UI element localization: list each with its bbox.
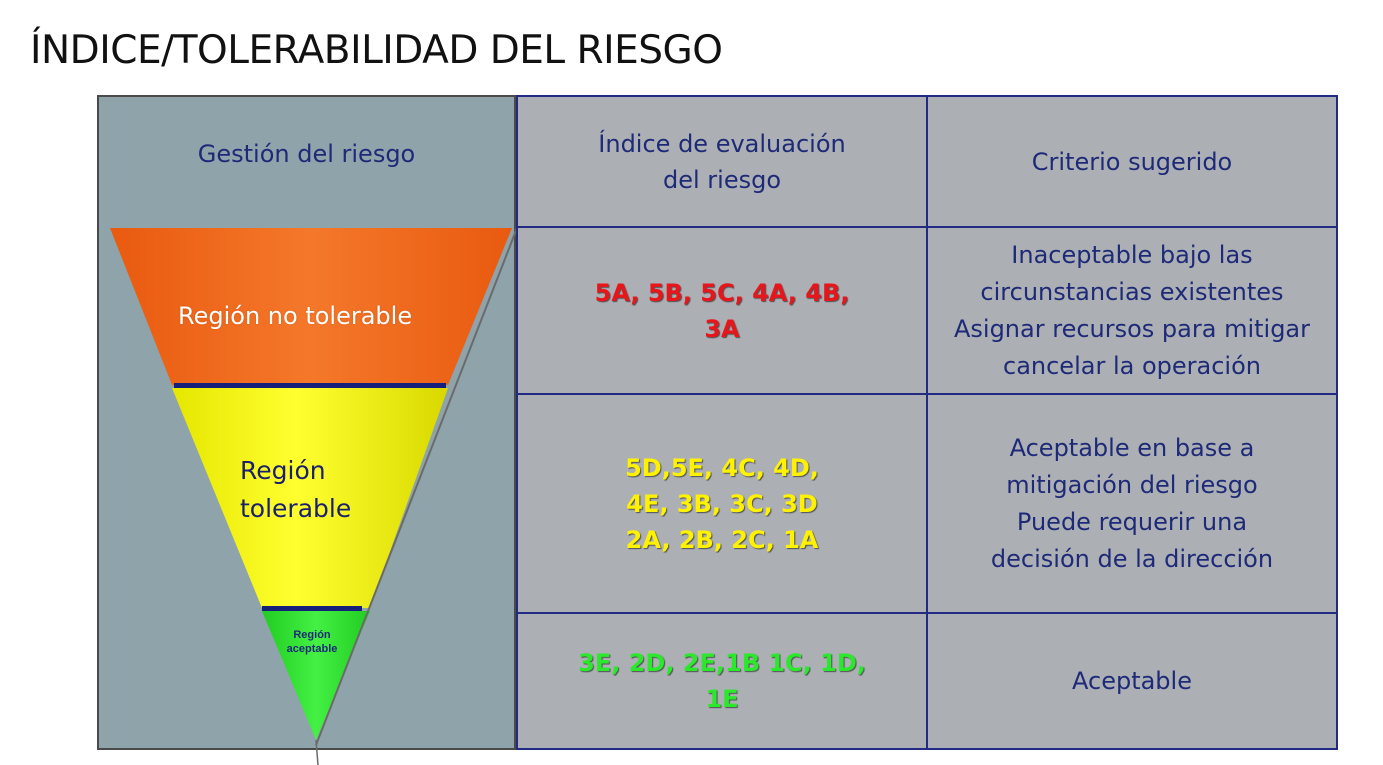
criteria-not-tolerable: Inaceptable bajo las circunstancias exis… <box>928 228 1336 395</box>
risk-index-table: Índice de evaluación del riesgo Criterio… <box>516 95 1338 750</box>
band-divider-top <box>174 383 446 388</box>
region-not-tolerable-band <box>110 228 512 385</box>
criteria-column-header: Criterio sugerido <box>928 97 1336 228</box>
region-acceptable-label: Región aceptable <box>286 629 338 655</box>
region-tolerable-label: Región tolerable <box>240 456 352 523</box>
region-not-tolerable-label: Región no tolerable <box>178 302 413 330</box>
criteria-acceptable: Aceptable <box>1072 666 1192 695</box>
region-acceptable-band <box>262 611 370 740</box>
risk-management-header: Gestión del riesgo <box>197 140 416 168</box>
region-tolerable-band <box>172 388 448 608</box>
band-divider-bottom <box>262 606 362 611</box>
funnel-tip-line <box>315 739 319 765</box>
page-title: ÍNDICE/TOLERABILIDAD DEL RIESGO <box>30 28 723 73</box>
criteria-tolerable: Aceptable en base a mitigación del riesg… <box>928 395 1336 614</box>
index-tolerable: 5D,5E, 4C, 4D, 4E, 3B, 3C, 3D 2A, 2B, 2C… <box>518 395 928 614</box>
index-column-header: Índice de evaluación del riesgo <box>518 97 928 228</box>
index-acceptable: 3E, 2D, 2E,1B 1C, 1D, 1E <box>518 614 928 748</box>
index-not-tolerable: 5A, 5B, 5C, 4A, 4B, 3A <box>518 228 928 395</box>
funnel-edge-line <box>315 227 518 746</box>
